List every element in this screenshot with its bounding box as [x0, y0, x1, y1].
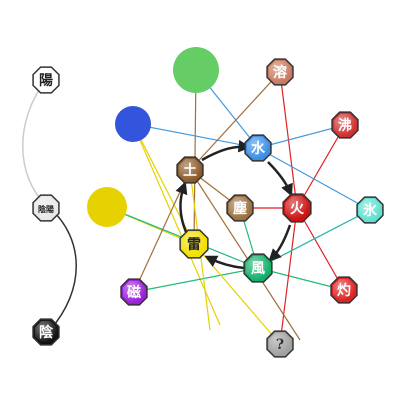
node-ice-label: 氷 [363, 202, 378, 219]
node-magnet-label: 磁 [127, 284, 141, 301]
yinyang-to-yin-line [49, 207, 77, 331]
node-lava-shine [268, 60, 292, 84]
connection-line-7 [189, 71, 281, 171]
node-scorch-shine [332, 278, 356, 302]
connection-line-9 [257, 124, 346, 149]
element-cycle-arrows [175, 139, 293, 270]
node-yang-shine [34, 68, 58, 92]
connection-line-13 [296, 207, 345, 291]
node-yin-shine [34, 320, 58, 344]
node-magnet: 磁 [120, 278, 148, 306]
node-yang: 陽 [32, 66, 60, 94]
node-yang-label: 陽 [39, 72, 53, 89]
connection-line-16 [133, 267, 259, 293]
node-yinyang-shine [34, 196, 58, 220]
blue-circle [115, 106, 151, 142]
node-wind-label: 風 [251, 261, 265, 277]
node-fire-label: 火 [290, 201, 305, 217]
connection-line-24 [257, 209, 371, 269]
node-earth-shine [178, 158, 202, 182]
cycle-arrow-water-fire [267, 161, 293, 197]
node-magnet-shine [122, 280, 146, 304]
node-center: 塵 [226, 194, 254, 222]
connection-line-2 [132, 123, 259, 149]
node-lava-label: 溶 [273, 64, 287, 81]
node-ice: 氷 [356, 196, 384, 224]
connection-line-11 [257, 147, 371, 211]
node-earth: 土 [176, 156, 204, 184]
node-boil-shine [333, 113, 357, 137]
node-boil: 沸 [331, 111, 359, 139]
connection-line-15 [133, 169, 191, 293]
node-center-label: 塵 [233, 200, 247, 217]
node-wind-shine [245, 255, 271, 281]
cycle-arrow-fire-wind [268, 224, 292, 262]
connection-line-18 [279, 207, 298, 345]
node-lightning-label: 雷 [187, 236, 201, 253]
node-center-shine [228, 196, 252, 220]
node-earth-label: 土 [183, 162, 197, 179]
node-lightning: 雷 [179, 229, 209, 259]
node-unknown: ? [266, 330, 294, 358]
green-circle [173, 47, 219, 93]
node-water: 水 [244, 134, 272, 162]
node-water-shine [246, 136, 270, 160]
node-wind: 風 [243, 253, 273, 283]
cycle-arrow-earth-water [201, 139, 251, 162]
node-scorch-label: 灼 [337, 282, 351, 299]
node-fire-shine [284, 195, 310, 221]
node-yinyang-label: 陰陽 [38, 204, 54, 214]
node-scorch: 灼 [330, 276, 358, 304]
yang-to-yinyang-line [22, 79, 47, 206]
cycle-arrow-wind-lightning [204, 255, 245, 270]
node-yin-label: 陰 [39, 324, 54, 341]
node-fire: 火 [282, 193, 312, 223]
node-yinyang: 陰陽 [32, 194, 60, 222]
node-ice-shine [358, 198, 382, 222]
node-unknown-label: ? [276, 337, 284, 353]
node-water-label: 水 [251, 140, 266, 157]
connection-line-10 [296, 124, 346, 209]
node-lightning-shine [181, 231, 207, 257]
node-yin: 陰 [32, 318, 60, 346]
node-lava: 溶 [266, 58, 294, 86]
node-unknown-shine [268, 332, 292, 356]
node-boil-label: 沸 [338, 117, 352, 134]
connection-line-19 [189, 169, 301, 341]
yellow-circle [87, 187, 127, 227]
cycle-arrow-lightning-earth [175, 181, 188, 233]
